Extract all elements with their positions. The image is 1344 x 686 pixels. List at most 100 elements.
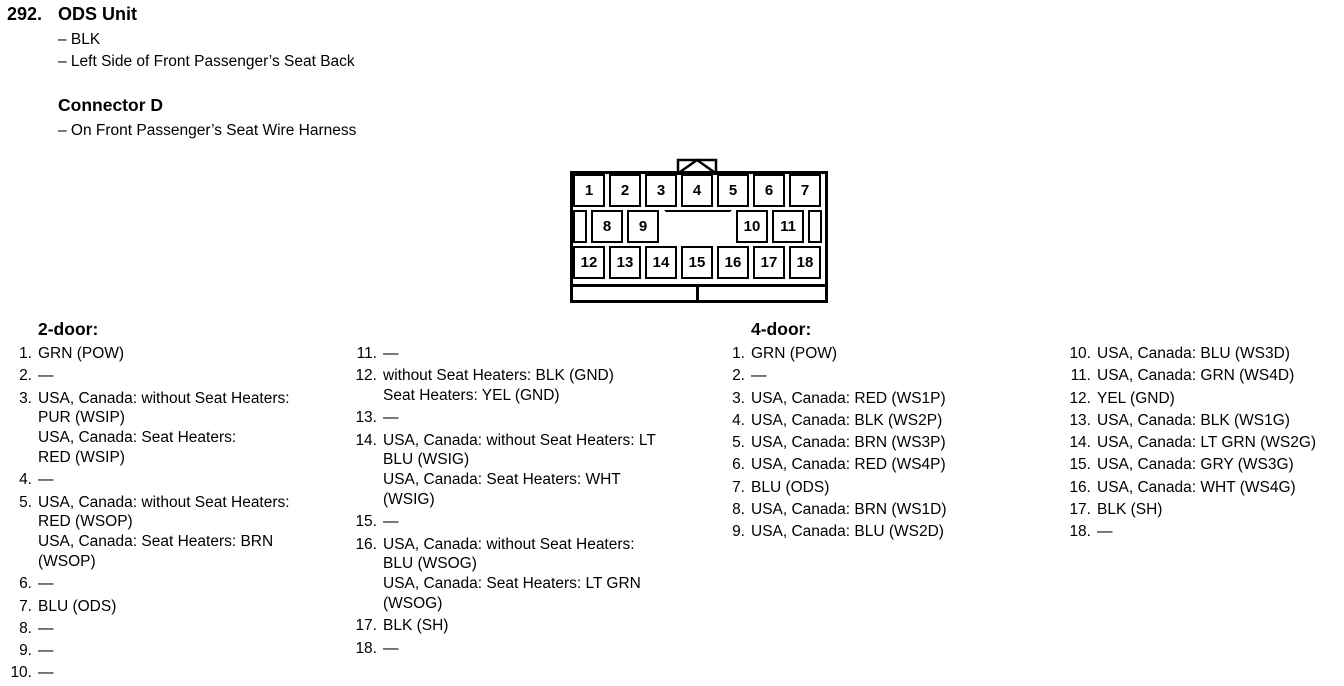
list-item-text: (WSOP)	[38, 552, 96, 570]
list-item-number: 7.	[732, 478, 745, 496]
connector-pin: 14	[645, 246, 677, 279]
connector-pin: 5	[717, 174, 749, 207]
list-item-number: 17.	[355, 617, 377, 635]
connector-pin: 13	[609, 246, 641, 279]
list-item-text: BLU (WSOG)	[383, 555, 477, 573]
list-item-text: —	[1097, 523, 1113, 541]
list-item-text: —	[38, 471, 54, 489]
list-item: 4.USA, Canada: BLK (WS2P)	[732, 411, 947, 431]
list-item-text: —	[383, 345, 399, 362]
list-item-text: Seat Heaters: YEL (GND)	[383, 387, 560, 405]
list-item: 11. —	[357, 344, 656, 364]
list-item: 14.USA, Canada: without Seat Heaters: LT…	[355, 431, 655, 510]
connector-pin: 9	[627, 210, 659, 243]
list-item: 12. without Seat Heaters: BLK (GND) Seat H…	[355, 366, 656, 406]
list-item-number: 16.	[355, 535, 377, 553]
list-item: 5.USA, Canada: without Seat Heaters:RED …	[19, 493, 290, 572]
list-item-text: USA, Canada: Seat Heaters: LT GRN	[383, 575, 641, 593]
connector-pin: 7	[789, 174, 821, 207]
component-title: ODS Unit	[58, 4, 137, 24]
list-item: 7.BLU (ODS)	[732, 478, 947, 498]
list-item-text: —	[383, 409, 399, 427]
list-item-number: 3.	[19, 389, 32, 407]
empty-slot-right	[808, 210, 822, 243]
list-item: 2.—	[732, 366, 947, 386]
list-item-text: —	[751, 367, 767, 385]
component-number: 292.	[7, 4, 43, 24]
list-item-number: 11.	[356, 345, 377, 362]
list-item-text: PUR (WSIP)	[38, 409, 125, 427]
component-color: – BLK	[58, 31, 101, 48]
list-item: 16.USA, Canada: WHT (WS4G)	[1069, 478, 1316, 498]
list-item: 4. —	[19, 470, 290, 490]
four-door-title: 4-door:	[751, 319, 812, 339]
connector-pin: 12	[573, 246, 605, 279]
list-item-number: 6.	[19, 575, 32, 593]
list-item-text: —	[38, 575, 54, 593]
list-item-text: USA, Canada: LT GRN (WS2G)	[1097, 434, 1317, 452]
list-item-number: 15.	[355, 513, 377, 531]
list-item: 1.GRN (POW)	[732, 344, 947, 364]
connector-pin: 10	[736, 210, 768, 243]
list-item-number: 10.	[1069, 345, 1091, 362]
list-item: 10.USA, Canada: BLU (WS3D)	[1069, 344, 1316, 364]
connector-pin: 8	[591, 210, 623, 243]
list-item-number: 4.	[19, 471, 32, 489]
list-item: 18.—	[1069, 522, 1316, 542]
connector-location: – On Front Passenger’s Seat Wire Harness	[58, 122, 357, 139]
list-item-text: —	[38, 367, 54, 385]
empty-slot-center	[664, 210, 732, 243]
list-item: 2.—	[19, 366, 290, 386]
list-item-text: USA, Canada: BLK (WS2P)	[751, 411, 943, 429]
list-item-number: 13.	[355, 409, 377, 427]
list-item-number: 1.	[19, 345, 32, 362]
list-item-text: without Seat Heaters: BLK (GND)	[383, 367, 614, 385]
list-item-number: 13.	[1069, 411, 1091, 429]
two-door-title: 2-door:	[38, 319, 99, 339]
two-door-list-col1: 1.GRN (POW)2.—3.USA, Canada: without Sea…	[10, 344, 290, 686]
list-item-text: USA, Canada: Seat Heaters:	[38, 429, 237, 447]
list-item-text: USA, Canada: BLU (WS2D)	[751, 523, 944, 541]
list-item-number: 1.	[732, 345, 745, 362]
two-door-list-col2: 11. — 12. without Seat Heaters: BLK (GND) Se…	[355, 344, 656, 661]
list-item-number: 3.	[732, 389, 745, 407]
list-item-text: BLU (WSIG)	[383, 451, 470, 469]
list-item-number: 14.	[355, 431, 377, 449]
list-item: 6. USA, Canada: RED (WS4P)	[732, 455, 947, 475]
list-item-number: 11.	[1070, 367, 1091, 385]
list-item: 17. BLK (SH)	[355, 616, 656, 636]
list-item-number: 5.	[732, 434, 745, 452]
list-item-text: —	[38, 619, 54, 637]
four-door-list-col2: 10.USA, Canada: BLU (WS3D) 11. USA, Canada…	[1069, 344, 1317, 545]
list-item-text: (WSIG)	[383, 491, 435, 509]
list-item-text: (WSOG)	[383, 595, 443, 613]
connector-pin: 3	[645, 174, 677, 207]
list-item: 12.YEL (GND)	[1069, 389, 1316, 409]
list-item-text: USA, Canada: RED (WS4P)	[751, 456, 946, 474]
list-item-text: USA, Canada: BLK (WS1G)	[1097, 411, 1290, 429]
list-item-number: 6.	[732, 456, 745, 474]
list-item-number: 8.	[19, 619, 32, 637]
list-item-text: USA, Canada: WHT (WS4G)	[1097, 478, 1296, 496]
list-item-text: BLK (SH)	[383, 617, 449, 635]
list-item: 13. USA, Canada: BLK (WS1G)	[1069, 411, 1316, 431]
list-item: 14.USA, Canada: LT GRN (WS2G)	[1069, 433, 1317, 453]
list-item-text: USA, Canada: Seat Heaters: WHT	[383, 471, 621, 489]
connector-pin: 18	[789, 246, 821, 279]
list-item-text: USA, Canada: BRN (WS3P)	[751, 434, 946, 452]
list-item-number: 8.	[732, 501, 745, 519]
list-item-text: USA, Canada: BRN (WS1D)	[751, 501, 947, 519]
list-item: 1. GRN (POW)	[19, 344, 290, 364]
latch-tab	[676, 158, 718, 175]
list-item-number: 18.	[355, 639, 377, 657]
list-item-text: RED (WSIP)	[38, 448, 125, 466]
list-item: 18.—	[355, 639, 656, 659]
list-item-number: 12.	[355, 367, 377, 385]
list-item: 5. USA, Canada: BRN (WS3P)	[732, 433, 947, 453]
connector-pin: 11	[772, 210, 804, 243]
list-item-text: BLK (SH)	[1097, 501, 1163, 519]
connector-pin: 16	[717, 246, 749, 279]
list-item: 17.BLK (SH)	[1069, 500, 1316, 520]
list-item-text: GRN (POW)	[38, 345, 125, 362]
